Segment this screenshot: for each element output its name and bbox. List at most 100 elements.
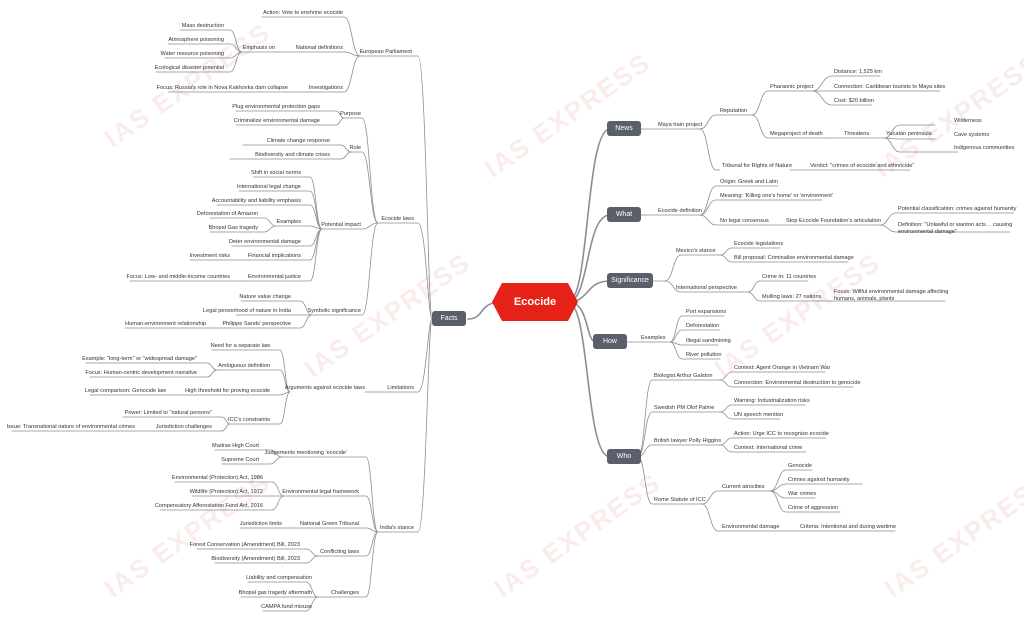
node-climate-response[interactable]: Climate change response bbox=[266, 138, 330, 144]
node-stop-ecocide[interactable]: Stop Ecocide Foundation's articulation bbox=[786, 218, 881, 224]
node-pharaonic[interactable]: Pharaonic project bbox=[770, 84, 814, 90]
node-ecocide-laws[interactable]: Ecocide laws bbox=[381, 216, 414, 222]
node-yucatan[interactable]: Yucatán peninsula bbox=[886, 131, 932, 137]
node-megaproject[interactable]: Megaproject of death bbox=[770, 131, 823, 137]
node-war-crimes[interactable]: War crimes bbox=[788, 491, 817, 497]
node-investment-risks[interactable]: Investment risks bbox=[189, 253, 230, 259]
node-accountability[interactable]: Accountability and liability emphasis bbox=[211, 198, 301, 204]
node-need-separate-law[interactable]: Need for a separate law bbox=[210, 343, 270, 349]
node-threatens[interactable]: Threatens bbox=[844, 131, 870, 137]
node-deter-damage[interactable]: Deter environmental damage bbox=[228, 239, 301, 245]
node-mexico-stance[interactable]: Mexico's stance bbox=[676, 248, 716, 254]
node-role[interactable]: Role bbox=[349, 145, 361, 151]
node-conflicting-laws[interactable]: Conflicting laws bbox=[320, 549, 359, 555]
node-plug-gaps[interactable]: Plug environmental protection gaps bbox=[232, 104, 320, 110]
node-atmosphere-poisoning[interactable]: Atmosphere poisoning bbox=[168, 37, 224, 43]
node-current-atrocities[interactable]: Current atrocities bbox=[722, 484, 765, 490]
node-ecological-disaster[interactable]: Ecological disaster potential bbox=[154, 65, 224, 71]
node-national-green-tribunal[interactable]: National Green Tribunal bbox=[299, 521, 359, 527]
node-jurisdiction-limits[interactable]: Jurisdiction limits bbox=[239, 521, 282, 527]
node-wpa-1972[interactable]: Wildlife (Protection) Act, 1972 bbox=[189, 489, 263, 495]
node-no-legal-consensus[interactable]: No legal consensus bbox=[720, 218, 769, 224]
node-bhopal-aftermath[interactable]: Bhopal gas tragedy aftermath bbox=[238, 590, 312, 596]
node-focus-willful[interactable]: Focus: Willful environmental damage affe… bbox=[834, 289, 949, 302]
node-context-international[interactable]: Context: International crime bbox=[734, 445, 803, 451]
node-examples-how[interactable]: Examples bbox=[641, 335, 666, 341]
node-mass-destruction[interactable]: Mass destruction bbox=[181, 23, 224, 29]
node-palme[interactable]: Swedish PM Olof Palme bbox=[654, 405, 715, 411]
node-russia-focus[interactable]: Focus: Russia's role in Nova Kakhovka da… bbox=[156, 85, 288, 91]
node-bhopal[interactable]: Bhopal Gas tragedy bbox=[208, 225, 258, 231]
node-nature-value[interactable]: Nature value change bbox=[239, 294, 291, 300]
node-arguments-against[interactable]: Arguments against ecocide laws bbox=[284, 385, 365, 391]
node-sands-perspective[interactable]: Philippe Sands' perspective bbox=[222, 321, 291, 327]
branch-who[interactable]: Who bbox=[607, 449, 641, 464]
node-focus-human-centric[interactable]: Focus: Human-centric development narrati… bbox=[85, 370, 197, 376]
node-distance[interactable]: Distance: 1,525 km bbox=[834, 69, 882, 75]
node-un-speech[interactable]: UN speech mention bbox=[734, 412, 784, 418]
node-india-stance[interactable]: India's stance bbox=[379, 525, 414, 531]
node-high-threshold[interactable]: High threshold for proving ecocide bbox=[185, 388, 270, 394]
node-ecocide-legislations[interactable]: Ecocide legislations bbox=[734, 241, 784, 247]
branch-news[interactable]: News bbox=[607, 121, 641, 136]
node-human-environment[interactable]: Human-environment relationship bbox=[125, 321, 206, 327]
node-judgements[interactable]: Judgements mentioning 'ecocide' bbox=[264, 450, 347, 456]
node-tribunal[interactable]: Tribunal for Rights of Nature bbox=[722, 163, 793, 169]
node-reputation[interactable]: Reputation bbox=[720, 108, 748, 114]
node-national-definitions[interactable]: National definitions bbox=[295, 45, 343, 51]
node-supreme-court[interactable]: Supreme Court bbox=[221, 457, 259, 463]
node-examples-facts[interactable]: Examples bbox=[276, 219, 301, 225]
node-cost[interactable]: Cost: $20 billion bbox=[834, 98, 874, 104]
branch-how[interactable]: How bbox=[593, 334, 627, 349]
node-example-long-term[interactable]: Example: "long-term" or "widespread dama… bbox=[82, 356, 197, 362]
node-power-natural-persons[interactable]: Power: Limited to "natural persons" bbox=[124, 410, 212, 416]
node-crime-of-aggression[interactable]: Crime of aggression bbox=[788, 505, 839, 511]
node-indigenous[interactable]: Indigenous communities bbox=[954, 145, 1015, 151]
node-emphasis-on[interactable]: Emphasis on bbox=[242, 45, 275, 51]
node-verdict[interactable]: Verdict: "crimes of ecocide and ethnocid… bbox=[810, 163, 915, 169]
node-financial-implications[interactable]: Financial implications bbox=[247, 253, 301, 259]
node-challenges[interactable]: Challenges bbox=[331, 590, 359, 596]
node-environmental-framework[interactable]: Environmental legal framework bbox=[282, 489, 359, 495]
node-international-perspective[interactable]: International perspective bbox=[676, 285, 737, 291]
node-bill-proposal[interactable]: Bill proposal: Criminalise environmental… bbox=[734, 255, 854, 261]
node-crimes-against-humanity[interactable]: Crimes against humanity bbox=[788, 477, 850, 483]
node-international-legal-change[interactable]: International legal change bbox=[236, 184, 301, 190]
node-water-poisoning[interactable]: Water resource poisoning bbox=[160, 51, 224, 57]
node-limitations[interactable]: Limitations bbox=[387, 385, 414, 391]
node-purpose[interactable]: Purpose bbox=[340, 111, 361, 117]
node-warning[interactable]: Warning: Industrialization risks bbox=[734, 398, 810, 404]
node-port-expansions[interactable]: Port expansions bbox=[686, 309, 727, 315]
node-biodiversity-crises[interactable]: Biodiversity and climate crises bbox=[255, 152, 330, 158]
node-biodiversity-bill[interactable]: Biodiversity (Amendment) Bill, 2023 bbox=[211, 556, 300, 562]
node-legal-personhood[interactable]: Legal personhood of nature in India bbox=[202, 308, 291, 314]
node-criteria[interactable]: Criteria: Intentional and during wartime bbox=[800, 524, 897, 530]
node-ecocide-definition[interactable]: Ecocide definition bbox=[658, 208, 702, 214]
node-river-pollution[interactable]: River pollution bbox=[686, 352, 722, 358]
node-ambiguous-definition[interactable]: Ambiguous definition bbox=[218, 363, 270, 369]
central-topic[interactable]: Ecocide bbox=[492, 283, 578, 321]
branch-significance[interactable]: Significance bbox=[607, 273, 653, 288]
node-wilderness[interactable]: Wilderness bbox=[954, 118, 982, 124]
node-potential-classification[interactable]: Potential classification: crimes against… bbox=[898, 206, 1017, 212]
node-icc-constraints[interactable]: ICC's constraints bbox=[227, 417, 270, 423]
node-epa-1986[interactable]: Environmental (Protection) Act, 1986 bbox=[171, 475, 263, 481]
node-european-parliament[interactable]: European Parliament bbox=[359, 49, 412, 55]
node-transnational-issue[interactable]: Issue: Transnational nature of environme… bbox=[6, 424, 135, 430]
node-higgins[interactable]: British lawyer Polly Higgins bbox=[654, 438, 722, 444]
node-rome-statute[interactable]: Rome Statute of ICC bbox=[654, 497, 706, 503]
node-genocide-comparison[interactable]: Legal comparison: Genocide law bbox=[84, 388, 166, 394]
node-urge-icc[interactable]: Action: Urge ICC to recognize ecocide bbox=[734, 431, 829, 437]
node-illegal-sandmining[interactable]: Illegal sandmining bbox=[686, 338, 731, 344]
node-meaning[interactable]: Meaning: 'Killing one's home' or 'enviro… bbox=[720, 193, 833, 199]
node-low-middle-income[interactable]: Focus: Low- and middle-income countries bbox=[126, 274, 230, 280]
node-jurisdiction-challenges[interactable]: Jurisdiction challenges bbox=[155, 424, 212, 430]
node-connection-genocide[interactable]: Connection: Environmental destruction to… bbox=[734, 380, 861, 386]
node-vote-action[interactable]: Action: Vote to enshrine ecocide bbox=[263, 10, 343, 16]
node-crime-in[interactable]: Crime in: 11 countries bbox=[762, 274, 816, 280]
node-maya-train[interactable]: Maya train project bbox=[658, 122, 703, 128]
node-social-norms[interactable]: Shift in social norms bbox=[250, 170, 301, 176]
node-investigations[interactable]: Investigations bbox=[308, 85, 343, 91]
node-galston[interactable]: Biologist Arthur Galston bbox=[654, 373, 713, 379]
branch-what[interactable]: What bbox=[607, 207, 641, 222]
